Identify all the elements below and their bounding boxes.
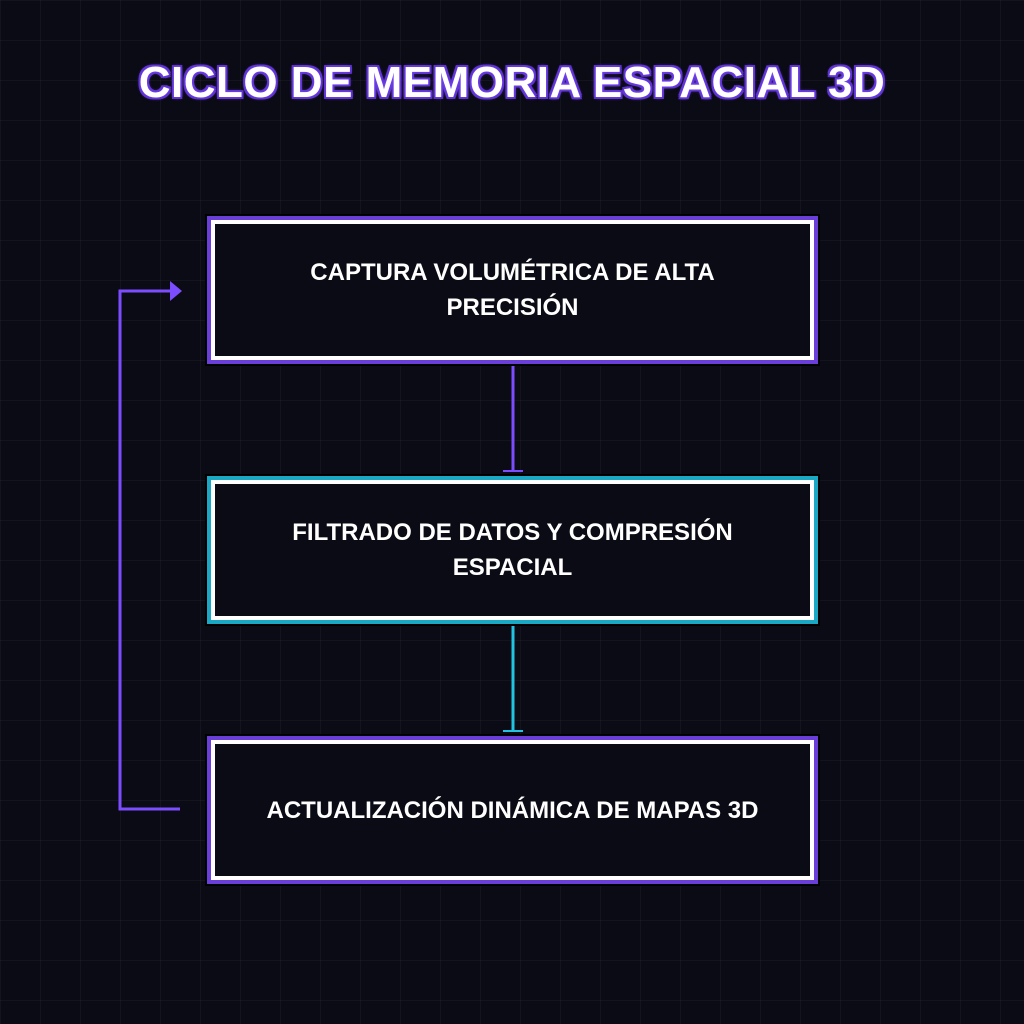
step-2-label: FILTRADO DE DATOS Y COMPRESIÓN ESPACIAL xyxy=(292,519,733,581)
step-2-box: FILTRADO DE DATOS Y COMPRESIÓN ESPACIAL xyxy=(211,480,814,620)
diagram-title: CICLO DE MEMORIA ESPACIAL 3D xyxy=(138,58,886,107)
feedback-loop-line xyxy=(118,289,180,811)
step-1-label: CAPTURA VOLUMÉTRICA DE ALTA PRECISIÓN xyxy=(310,259,715,321)
step-1-box: CAPTURA VOLUMÉTRICA DE ALTA PRECISIÓN xyxy=(211,220,814,360)
step-3-box: ACTUALIZACIÓN DINÁMICA DE MAPAS 3D xyxy=(211,740,814,880)
feedback-loop-arrowhead xyxy=(170,281,182,301)
step-3-label: ACTUALIZACIÓN DINÁMICA DE MAPAS 3D xyxy=(266,796,759,824)
